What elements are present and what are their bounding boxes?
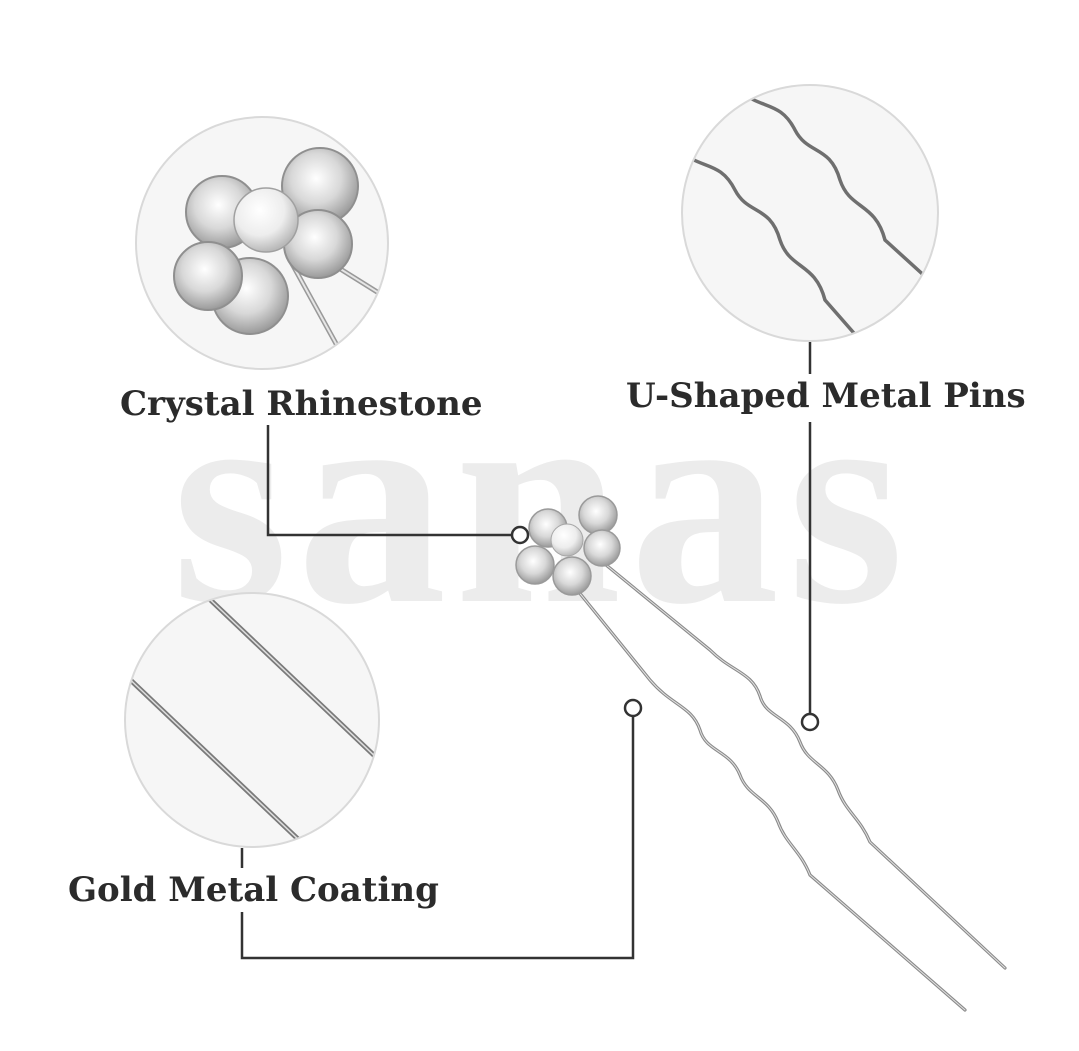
leader-line-crystal <box>266 425 530 545</box>
hair-pin-main <box>515 495 1007 1012</box>
callout-label-gold-metal-coating: Gold Metal Coating <box>62 870 445 910</box>
pin-prong-right <box>598 558 1007 970</box>
zoom-circle-crystal <box>135 116 389 370</box>
callout-label-crystal-rhinestone: Crystal Rhinestone <box>114 384 489 424</box>
zoom-circle-pins <box>681 84 939 342</box>
pin-prong-left <box>563 573 967 1012</box>
callout-label-u-shaped-metal-pins: U-Shaped Metal Pins <box>620 376 1032 416</box>
leader-line-pins <box>800 342 820 732</box>
zoom-circle-coating <box>124 592 380 848</box>
flower-rhinestone-head <box>515 495 621 596</box>
leader-line-coating <box>240 698 643 960</box>
